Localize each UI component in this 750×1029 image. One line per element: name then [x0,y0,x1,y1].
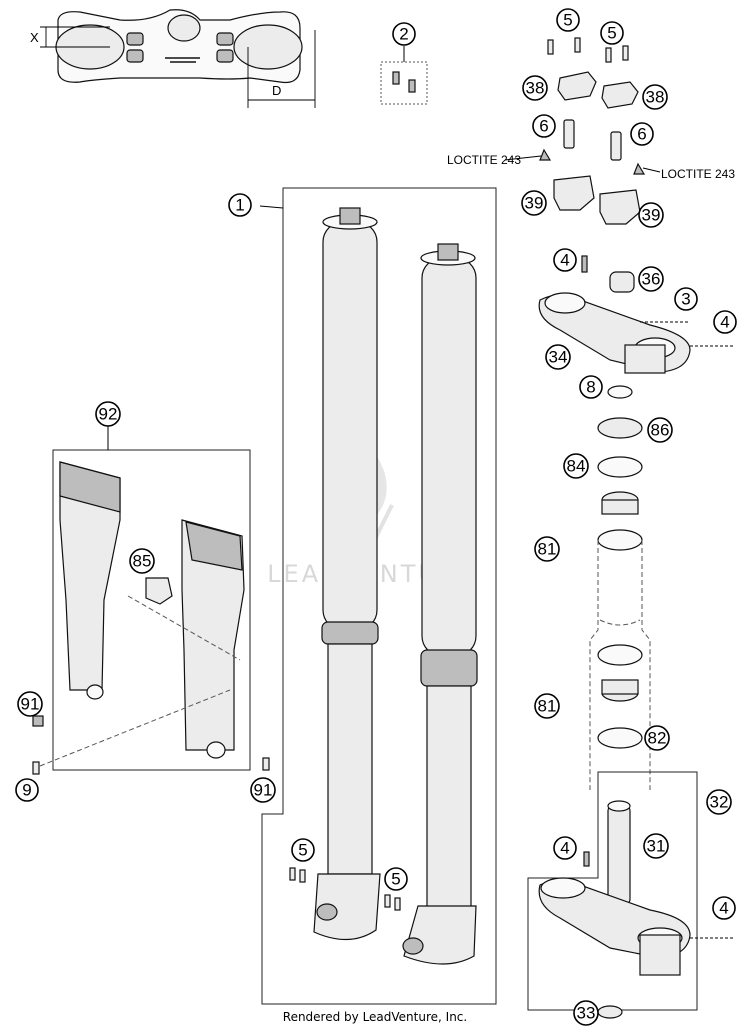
callout-81b: 81 [534,693,560,719]
svg-text:5: 5 [298,841,307,860]
callout-36: 36 [638,266,664,292]
top-triple-clamp [538,255,735,478]
callout-5b: 5 [600,21,624,45]
callout-32: 32 [706,789,732,815]
svg-text:36: 36 [642,270,661,289]
svg-text:5: 5 [391,870,400,889]
footer-credit: Rendered by LeadVenture, Inc. [283,1010,467,1024]
loctite-label-right: LOCTITE 243 [661,167,735,181]
svg-text:9: 9 [22,781,31,800]
callout-84: 84 [563,453,589,479]
dimension-x-label: X [30,30,39,45]
callout-6b: 6 [630,122,654,146]
svg-text:31: 31 [647,837,666,856]
callout-8: 8 [579,375,603,399]
callout-81a: 81 [534,536,560,562]
svg-text:39: 39 [642,206,661,225]
svg-text:81: 81 [538,540,557,559]
top-clamp-dimension-view: X D [30,9,316,108]
callout-82: 82 [644,725,670,751]
svg-text:34: 34 [549,348,568,367]
fork-guard-kit [32,425,270,775]
steering-bearings [589,491,651,790]
callout-31: 31 [643,833,669,859]
callout-85: 85 [129,548,155,574]
callout-3: 3 [674,287,698,311]
svg-text:81: 81 [538,697,557,716]
svg-text:4: 4 [720,313,729,332]
callout-9: 9 [15,778,39,802]
svg-text:6: 6 [539,117,548,136]
callout-86: 86 [647,417,673,443]
svg-text:1: 1 [235,196,244,215]
callout-39a: 39 [521,190,547,216]
svg-text:38: 38 [526,79,545,98]
svg-text:86: 86 [651,421,670,440]
callout-38b: 38 [642,84,668,110]
svg-text:3: 3 [681,290,690,309]
svg-text:82: 82 [648,729,667,748]
callout-1: 1 [228,193,252,217]
svg-text:6: 6 [637,125,646,144]
svg-text:5: 5 [607,24,616,43]
svg-text:4: 4 [719,899,728,918]
svg-text:2: 2 [399,25,408,44]
callout-4c: 4 [553,836,577,860]
callout-4d: 4 [712,896,736,920]
callout-38a: 38 [522,75,548,101]
svg-text:8: 8 [586,378,595,397]
svg-text:92: 92 [99,405,118,424]
callout-39b: 39 [638,202,664,228]
callout-92: 92 [95,401,121,427]
svg-text:32: 32 [710,793,729,812]
svg-text:85: 85 [133,552,152,571]
svg-text:33: 33 [577,1004,596,1023]
callout-5d: 5 [384,867,408,891]
callout-33: 33 [573,1000,599,1026]
fork-assembly [259,187,497,1005]
svg-text:4: 4 [560,251,569,270]
bottom-triple-clamp [527,771,735,1019]
svg-text:91: 91 [21,695,40,714]
dimension-d-label: D [272,83,281,98]
handlebar-clamp-group [504,37,661,225]
part-2-bolt-kit [380,46,428,105]
svg-text:84: 84 [567,457,586,476]
callout-34: 34 [545,344,571,370]
loctite-label-left: LOCTITE 243 [447,153,521,167]
callout-5a: 5 [556,8,580,32]
callout-4b: 4 [713,310,737,334]
callout-6a: 6 [532,114,556,138]
svg-text:38: 38 [646,88,665,107]
svg-text:5: 5 [563,11,572,30]
callout-91b: 91 [250,777,276,803]
callout-2: 2 [392,22,416,46]
svg-text:91: 91 [254,781,273,800]
svg-text:39: 39 [525,194,544,213]
callout-4a: 4 [553,248,577,272]
callout-5c: 5 [291,838,315,862]
loctite-notes: LOCTITE 243 LOCTITE 243 [447,153,735,181]
svg-text:4: 4 [560,839,569,858]
callout-91a: 91 [17,691,43,717]
